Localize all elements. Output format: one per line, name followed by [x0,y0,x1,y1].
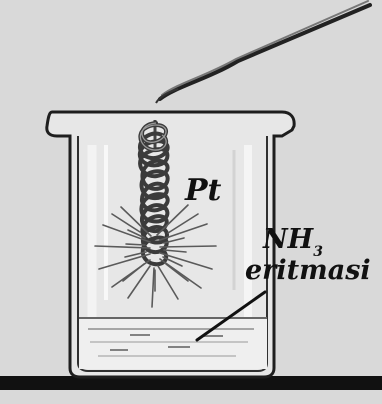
ammonia-solution [79,318,267,369]
solution-label: eritmasi [245,257,371,284]
ammonia-formula-label: NH3 [263,226,323,257]
ammonia-formula-main: NH [263,224,313,255]
beaker [47,112,294,377]
platinum-label: Pt [185,176,221,206]
